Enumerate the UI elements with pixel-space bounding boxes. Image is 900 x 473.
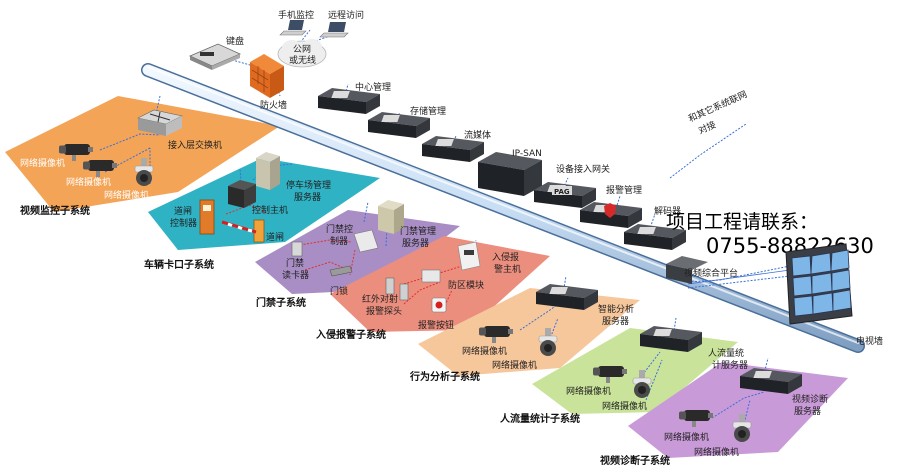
diagnosis-cam-2-label: 网络摄像机 bbox=[694, 446, 739, 458]
streaming-media-label: 流媒体 bbox=[464, 129, 491, 141]
alarm-host-label-2: 警主机 bbox=[494, 263, 521, 275]
cloud-icon bbox=[277, 39, 327, 68]
parking-title: 车辆卡口子系统 bbox=[144, 258, 214, 271]
network-backbone bbox=[141, 63, 865, 353]
diagnosis-server-label-1: 视频诊断 bbox=[792, 393, 828, 405]
smart-analysis-label-2: 服务器 bbox=[602, 315, 629, 327]
ir-beam-detector-icon bbox=[385, 277, 409, 301]
gate-controller-label-2: 控制器 bbox=[170, 217, 197, 229]
wireless-label: 或无线 bbox=[289, 54, 316, 66]
decoder-label: 解码器 bbox=[654, 205, 681, 217]
behavior-cam-1-label: 网络摄像机 bbox=[462, 345, 507, 357]
video-wall-cables bbox=[687, 269, 791, 285]
firewall-label: 防火墙 bbox=[260, 99, 287, 111]
people-count-server-label-2: 计服务器 bbox=[712, 359, 748, 371]
contact-line-1: 项目工程请联系： bbox=[666, 211, 818, 233]
keyboard-icon bbox=[189, 43, 241, 70]
mobile-monitor-label: 手机监控 bbox=[278, 9, 314, 21]
alarm-title: 入侵报警子系统 bbox=[316, 328, 386, 341]
firewall-icon bbox=[250, 54, 284, 98]
laptop-icon bbox=[279, 20, 307, 36]
alarm-management-label: 报警管理 bbox=[606, 184, 642, 196]
barrier-gate-label: 道闸 bbox=[266, 231, 284, 243]
diagnosis-server-label-2: 服务器 bbox=[794, 405, 821, 417]
access-controller-icon bbox=[353, 229, 379, 253]
svg-text:PAG: PAG bbox=[554, 188, 570, 196]
behavior-title: 行为分析子系统 bbox=[409, 370, 480, 383]
diagnosis-title: 视频诊断子系统 bbox=[600, 454, 670, 467]
diagnosis-cam-1-label: 网络摄像机 bbox=[664, 431, 709, 443]
video-monitor-panel bbox=[5, 96, 280, 212]
ir-detector-label-2: 报警探头 bbox=[366, 305, 402, 317]
access-switch-icon bbox=[137, 109, 183, 136]
barrier-gate-icon bbox=[221, 219, 265, 243]
access-server-label-1: 门禁管理 bbox=[400, 225, 436, 237]
video-cam-1-label: 网络摄像机 bbox=[20, 157, 65, 169]
tv-wall-label: 电视墙 bbox=[856, 335, 883, 347]
ir-detector-label-1: 红外对射 bbox=[362, 293, 398, 305]
access-server-label-2: 服务器 bbox=[402, 237, 429, 249]
behavior-panel bbox=[418, 288, 640, 376]
video-monitor-title: 视频监控子系统 bbox=[20, 204, 90, 217]
people-count-server-label-1: 人流量统 bbox=[708, 347, 744, 359]
card-reader-icon bbox=[291, 241, 303, 257]
keyboard-label: 键盘 bbox=[226, 35, 244, 47]
storage-management-label: 存储管理 bbox=[410, 105, 446, 117]
gate-controller-icon bbox=[199, 199, 215, 235]
control-host-label: 控制主机 bbox=[252, 204, 288, 216]
parking-server-icon bbox=[256, 152, 280, 190]
people-count-cam-1-label: 网络摄像机 bbox=[566, 385, 611, 397]
access-panel bbox=[255, 210, 460, 294]
video-cam-2-label: 网络摄像机 bbox=[66, 176, 111, 188]
access-server-icon bbox=[378, 200, 404, 234]
parking-server-label-2: 服务器 bbox=[294, 191, 321, 203]
video-platform-label: 视频综合平台 bbox=[684, 267, 738, 279]
device-gateway-label: 设备接入网关 bbox=[556, 163, 610, 175]
behavior-cam-2-label: 网络摄像机 bbox=[492, 359, 537, 371]
card-reader-label-1: 门禁 bbox=[286, 257, 304, 269]
parking-server-label-1: 停车场管理 bbox=[286, 179, 331, 191]
access-switch-label: 接入层交换机 bbox=[168, 139, 222, 151]
zone-module-label: 防区模块 bbox=[448, 279, 484, 291]
gate-controller-label-1: 道闸 bbox=[174, 205, 192, 217]
alarm-host-label-1: 入侵报 bbox=[492, 251, 519, 263]
access-controller-label-1: 门禁控 bbox=[326, 223, 353, 235]
video-cam-3-label: 网络摄像机 bbox=[104, 189, 149, 201]
card-reader-label-2: 读卡器 bbox=[282, 269, 309, 281]
zone-module-icon bbox=[421, 269, 441, 283]
ip-san-label: IP-SAN bbox=[512, 149, 542, 159]
control-host-icon bbox=[228, 180, 256, 208]
other-systems-label-1: 和其它系统联网 bbox=[686, 88, 748, 125]
access-controller-label-2: 制器 bbox=[330, 235, 348, 247]
door-lock-icon bbox=[329, 265, 353, 277]
other-systems-label-2: 对接 bbox=[696, 118, 717, 136]
tv-wall-icon bbox=[785, 243, 853, 325]
center-management-label: 中心管理 bbox=[355, 81, 391, 93]
video-integrated-platform-icon bbox=[666, 256, 708, 284]
people-count-title: 人流量统计子系统 bbox=[500, 412, 580, 425]
alarm-host-icon bbox=[457, 241, 481, 271]
laptop-icon-2 bbox=[319, 22, 349, 38]
ip-san-storage-icon bbox=[478, 152, 542, 196]
alarm-shield-icon bbox=[604, 203, 616, 218]
gateway-badge: PAG bbox=[552, 186, 572, 196]
door-lock-label: 门锁 bbox=[330, 285, 348, 297]
alarm-button-icon bbox=[431, 297, 447, 313]
people-count-cam-2-label: 网络摄像机 bbox=[602, 400, 647, 412]
remote-access-label: 远程访问 bbox=[328, 9, 364, 21]
smart-analysis-label-1: 智能分析 bbox=[598, 303, 634, 315]
alarm-button-label: 报警按钮 bbox=[418, 319, 454, 331]
access-title: 门禁子系统 bbox=[256, 296, 306, 309]
alarm-panel bbox=[330, 236, 550, 332]
public-network-label: 公网 bbox=[293, 44, 311, 55]
